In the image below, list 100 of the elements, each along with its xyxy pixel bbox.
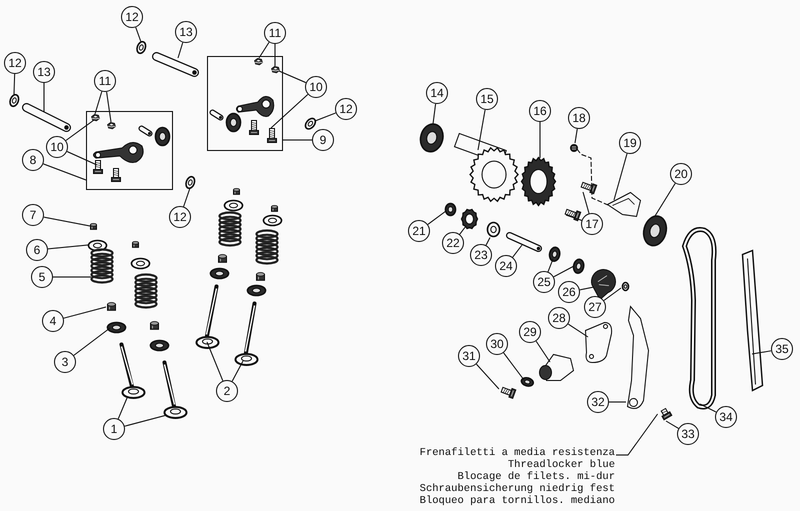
- callout-number: 9: [312, 129, 334, 151]
- leader-line: [178, 42, 184, 58]
- assembly-frame: [207, 56, 283, 151]
- callout-number: 12: [169, 206, 191, 228]
- camshaft: [452, 132, 520, 204]
- valve-keeper: [130, 240, 140, 250]
- pump-shaft: [508, 234, 542, 252]
- bolt: [658, 406, 673, 422]
- spring-retainer: [222, 198, 244, 212]
- o-ring: [182, 174, 198, 192]
- leader-line: [427, 210, 446, 225]
- valve-keeper: [270, 204, 278, 214]
- assembly-line: [581, 154, 608, 206]
- leader-line: [432, 103, 436, 124]
- note-text: Schraubensicherung niedrig fest: [418, 483, 615, 495]
- callout-number: 1: [103, 418, 125, 440]
- rocker-arm: [92, 140, 145, 164]
- chain-tensioner: [538, 352, 574, 382]
- leader-line: [666, 420, 680, 429]
- spring-seat: [208, 266, 230, 280]
- leader-line: [486, 237, 490, 246]
- leader-line: [206, 342, 224, 382]
- callout-number: 14: [426, 82, 448, 104]
- valve-keeper: [232, 187, 240, 196]
- callout-number: 18: [568, 107, 590, 129]
- leader-line: [579, 286, 594, 290]
- callout-number: 19: [619, 132, 641, 154]
- callout-number: 22: [442, 232, 464, 254]
- leader-line: [278, 70, 306, 84]
- callout-number: 32: [587, 391, 609, 413]
- callout-number: 13: [33, 61, 55, 83]
- leader-line: [42, 163, 86, 180]
- leader-line: [512, 244, 522, 258]
- valve-spring: [218, 211, 242, 247]
- callout-number: 27: [584, 296, 606, 318]
- roller: [154, 126, 170, 146]
- pin: [210, 110, 223, 120]
- callout-number: 12: [335, 98, 357, 120]
- valve-spring: [255, 229, 279, 265]
- assembly-frame: [86, 111, 173, 190]
- chain-guide: [740, 248, 764, 392]
- bolt: [562, 206, 582, 222]
- leader-line: [568, 324, 588, 338]
- spring-seat: [106, 320, 126, 334]
- nut: [270, 65, 280, 75]
- leader-line: [503, 352, 524, 380]
- callout-number: 24: [495, 255, 517, 277]
- valve-spring: [134, 273, 158, 309]
- o-ring: [134, 39, 148, 56]
- rocker-shaft: [24, 106, 70, 131]
- valve-seal: [216, 253, 228, 264]
- timing-chain: [682, 228, 716, 408]
- o-ring: [6, 92, 22, 110]
- rocker-arm: [234, 94, 275, 118]
- valve-seal: [254, 271, 266, 282]
- spring-seat: [148, 338, 170, 352]
- leader-line: [118, 398, 128, 420]
- callout-number: 3: [54, 351, 76, 373]
- callout-number: 2: [216, 380, 238, 402]
- leader-line: [274, 44, 276, 66]
- leader-line: [582, 192, 590, 214]
- gasket: [584, 320, 613, 364]
- valve: [194, 284, 220, 349]
- callout-number: 33: [677, 423, 699, 445]
- leader-line: [270, 94, 308, 128]
- leader-line: [124, 414, 168, 427]
- leader-line: [52, 276, 92, 278]
- bolt: [266, 126, 278, 144]
- nut: [252, 57, 264, 67]
- valve-spring: [90, 248, 114, 284]
- callout-number: 7: [22, 204, 44, 226]
- leader-line: [73, 328, 110, 356]
- leader-line: [65, 120, 94, 142]
- leader-line: [66, 151, 98, 166]
- callout-number: 35: [771, 338, 793, 360]
- valve: [162, 360, 188, 419]
- washer: [518, 375, 536, 389]
- bolt: [92, 158, 104, 174]
- impeller: [590, 268, 618, 302]
- washer: [620, 280, 630, 292]
- callout-number: 10: [305, 76, 327, 98]
- valve-keeper: [88, 222, 98, 232]
- leader-line: [614, 153, 628, 200]
- callout-number: 26: [558, 281, 580, 303]
- callout-number: 15: [476, 88, 498, 110]
- leader-line: [616, 414, 658, 456]
- leader-line: [94, 91, 102, 114]
- cam-sprocket: [520, 156, 556, 206]
- valve: [234, 302, 258, 366]
- stopper-lever: [606, 190, 642, 218]
- leader-line: [314, 112, 336, 122]
- callout-number: 8: [22, 149, 44, 171]
- note-text: Frenafiletti a media resistenza: [418, 447, 615, 459]
- callout-number: 21: [408, 220, 430, 242]
- bolt: [578, 179, 598, 196]
- callout-number: 6: [26, 239, 48, 261]
- leader-line: [258, 42, 270, 58]
- callout-number: 10: [46, 136, 68, 158]
- callout-number: 30: [486, 333, 508, 355]
- roller: [224, 112, 242, 132]
